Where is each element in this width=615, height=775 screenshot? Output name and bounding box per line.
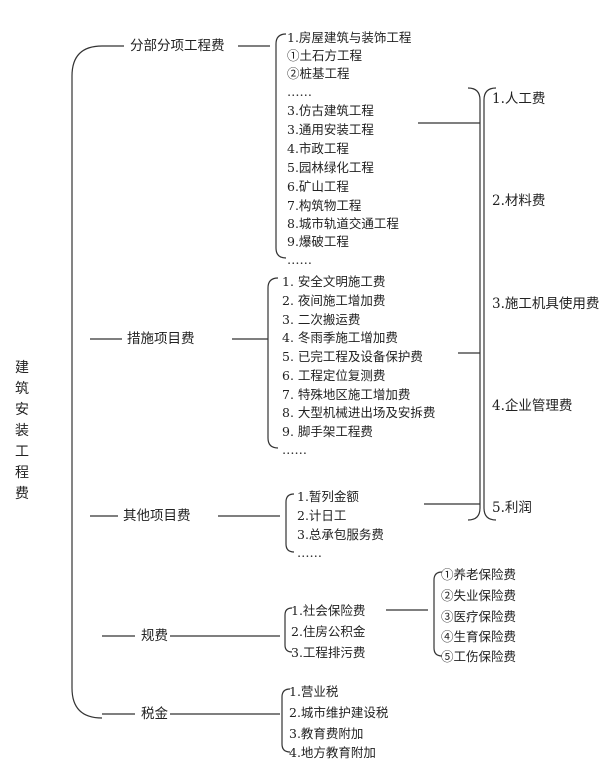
root-label: 建 筑 安 装 工 程 费 — [13, 358, 31, 505]
cuoshi-item: 4. 冬雨季施工增加费 — [282, 330, 398, 345]
root-char: 建 — [15, 360, 29, 376]
fenbu-item: 3.通用安装工程 — [287, 122, 374, 137]
bracket-guifei — [284, 607, 293, 653]
bracket-shuijin — [281, 688, 291, 753]
cost-element: 3.施工机具使用费 — [492, 296, 600, 312]
bracket-cost-right — [467, 87, 481, 521]
guifei-item: 2.住房公积金 — [291, 624, 366, 639]
bracket-qita — [285, 493, 295, 553]
qita-item: …… — [297, 545, 322, 560]
bracket-fenbu — [275, 33, 287, 259]
fenbu-item: 3.仿古建筑工程 — [287, 103, 374, 118]
insurance-item: ⑤工伤保险费 — [441, 649, 517, 664]
root-char: 装 — [15, 423, 29, 439]
bracket-insurance — [433, 571, 443, 657]
cuoshi-item: 8. 大型机械进出场及安拆费 — [282, 405, 436, 420]
root-char: 费 — [15, 486, 29, 502]
shuijin-item: 2.城市维护建设税 — [289, 705, 389, 720]
category-guifei: 规费 — [141, 628, 168, 644]
insurance-item: ④生育保险费 — [441, 629, 517, 644]
fenbu-item: ②桩基工程 — [287, 66, 350, 81]
category-fenbu: 分部分项工程费 — [130, 38, 225, 54]
cuoshi-item: 1. 安全文明施工费 — [282, 274, 386, 289]
cuoshi-item: 9. 脚手架工程费 — [282, 424, 373, 439]
fenbu-item: …… — [287, 84, 312, 99]
qita-item: 2.计日工 — [297, 508, 347, 523]
root-char: 筑 — [15, 381, 29, 397]
fenbu-item: 1.房屋建筑与装饰工程 — [287, 30, 412, 45]
cost-element: 1.人工费 — [492, 91, 546, 107]
root-char: 程 — [15, 465, 29, 481]
fenbu-item: 4.市政工程 — [287, 141, 349, 156]
fenbu-item: 9.爆破工程 — [287, 234, 349, 249]
category-qita: 其他项目费 — [123, 508, 191, 524]
insurance-item: ②失业保险费 — [441, 588, 517, 603]
fenbu-item: 8.城市轨道交通工程 — [287, 216, 399, 231]
cuoshi-item: 6. 工程定位复测费 — [282, 368, 386, 383]
cuoshi-item: 7. 特殊地区施工增加费 — [282, 387, 411, 402]
insurance-item: ①养老保险费 — [441, 567, 517, 582]
main-bracket — [71, 45, 103, 719]
shuijin-item: 1.营业税 — [289, 684, 339, 699]
cuoshi-item: …… — [282, 442, 307, 457]
guifei-item: 3.工程排污费 — [291, 645, 366, 660]
bracket-cost-left — [483, 87, 497, 521]
fenbu-item: ①土石方工程 — [287, 48, 363, 63]
qita-item: 1.暂列金额 — [297, 489, 359, 504]
qita-item: 3.总承包服务费 — [297, 527, 384, 542]
shuijin-item: 4.地方教育附加 — [289, 745, 376, 760]
cost-element: 5.利润 — [492, 500, 532, 516]
category-cuoshi: 措施项目费 — [127, 331, 195, 347]
cost-element: 4.企业管理费 — [492, 398, 573, 414]
cuoshi-item: 5. 已完工程及设备保护费 — [282, 349, 423, 364]
root-char: 安 — [15, 402, 29, 418]
fenbu-item: …… — [287, 252, 312, 267]
shuijin-item: 3.教育费附加 — [289, 726, 364, 741]
cost-element: 2.材料费 — [492, 193, 546, 209]
guifei-item: 1.社会保险费 — [291, 603, 366, 618]
root-char: 工 — [15, 444, 29, 460]
fenbu-item: 7.构筑物工程 — [287, 198, 362, 213]
bracket-cuoshi — [267, 277, 279, 449]
cuoshi-item: 2. 夜间施工增加费 — [282, 293, 386, 308]
cuoshi-item: 3. 二次搬运费 — [282, 312, 361, 327]
fenbu-item: 5.园林绿化工程 — [287, 160, 374, 175]
insurance-item: ③医疗保险费 — [441, 609, 517, 624]
fenbu-item: 6.矿山工程 — [287, 179, 349, 194]
category-shuijin: 税金 — [141, 706, 168, 722]
